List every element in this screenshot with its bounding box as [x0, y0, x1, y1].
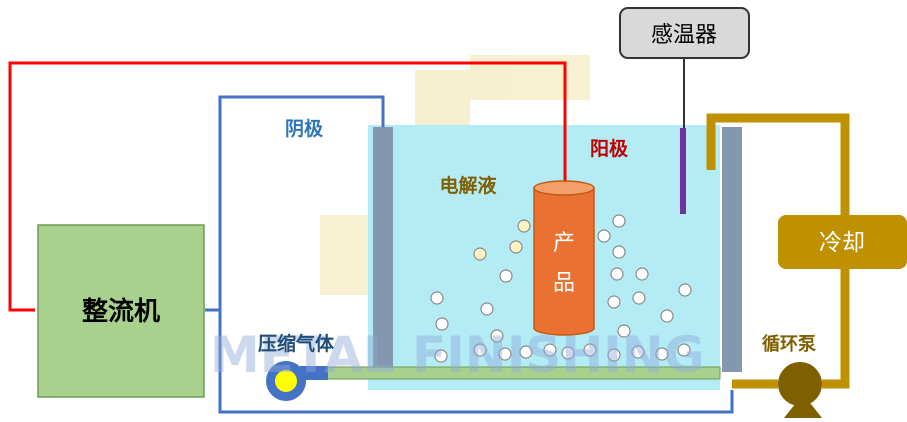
product-cylinder	[533, 180, 595, 336]
bubble	[607, 348, 621, 362]
cathode-label: 阴极	[285, 117, 324, 140]
bubble	[635, 267, 649, 281]
bubble	[655, 347, 669, 361]
bubble	[583, 343, 597, 357]
electrolyte-label: 电解液	[439, 174, 497, 197]
blower-icon	[266, 361, 328, 401]
cathode-wire-bottom	[218, 310, 734, 414]
anode-wire	[8, 61, 567, 312]
bubble	[473, 343, 487, 357]
bubble	[519, 345, 533, 359]
temperature-probe	[680, 128, 686, 214]
compressed-gas-label: 压缩气体	[258, 332, 335, 355]
bubble	[480, 302, 494, 316]
bubble	[597, 229, 611, 243]
cathode-plate-left	[373, 127, 393, 372]
product-label-line1: 产	[553, 231, 575, 256]
rectifier-box	[37, 224, 205, 398]
bubble	[561, 346, 575, 360]
bubble	[610, 267, 624, 281]
pump-icon	[778, 362, 822, 418]
thermometer-box	[619, 7, 750, 59]
bubble	[612, 214, 626, 228]
bubble	[617, 324, 631, 338]
bubble	[434, 349, 448, 363]
bubble	[631, 345, 645, 359]
pump-label: 循环泵	[762, 333, 816, 355]
bubble	[677, 343, 691, 357]
rectifier-label: 整流机	[82, 296, 160, 327]
bubble	[543, 343, 557, 357]
bubble	[490, 329, 504, 343]
cooling-label: 冷却	[819, 230, 865, 256]
bubble	[607, 295, 621, 309]
bubble	[499, 269, 513, 283]
thermometer-label: 感温器	[651, 23, 717, 48]
bubble	[435, 317, 449, 331]
bubble	[517, 219, 531, 233]
bubble	[498, 347, 512, 361]
watermark-text: METAL FINISHING	[210, 326, 705, 384]
bubble	[509, 240, 523, 254]
cathode-plate-right	[722, 127, 742, 372]
bubble	[612, 245, 626, 259]
bubble	[473, 247, 487, 261]
bubble	[430, 291, 444, 305]
bubble	[632, 291, 646, 305]
anode-label: 阳极	[590, 137, 629, 160]
bubble	[660, 309, 674, 323]
product-label-line2: 品	[553, 271, 575, 296]
cooling-pipe	[706, 113, 850, 389]
gas-bubbles	[430, 214, 692, 363]
bubble	[678, 283, 692, 297]
cooling-box	[778, 215, 907, 269]
cathode-wire	[205, 95, 385, 312]
